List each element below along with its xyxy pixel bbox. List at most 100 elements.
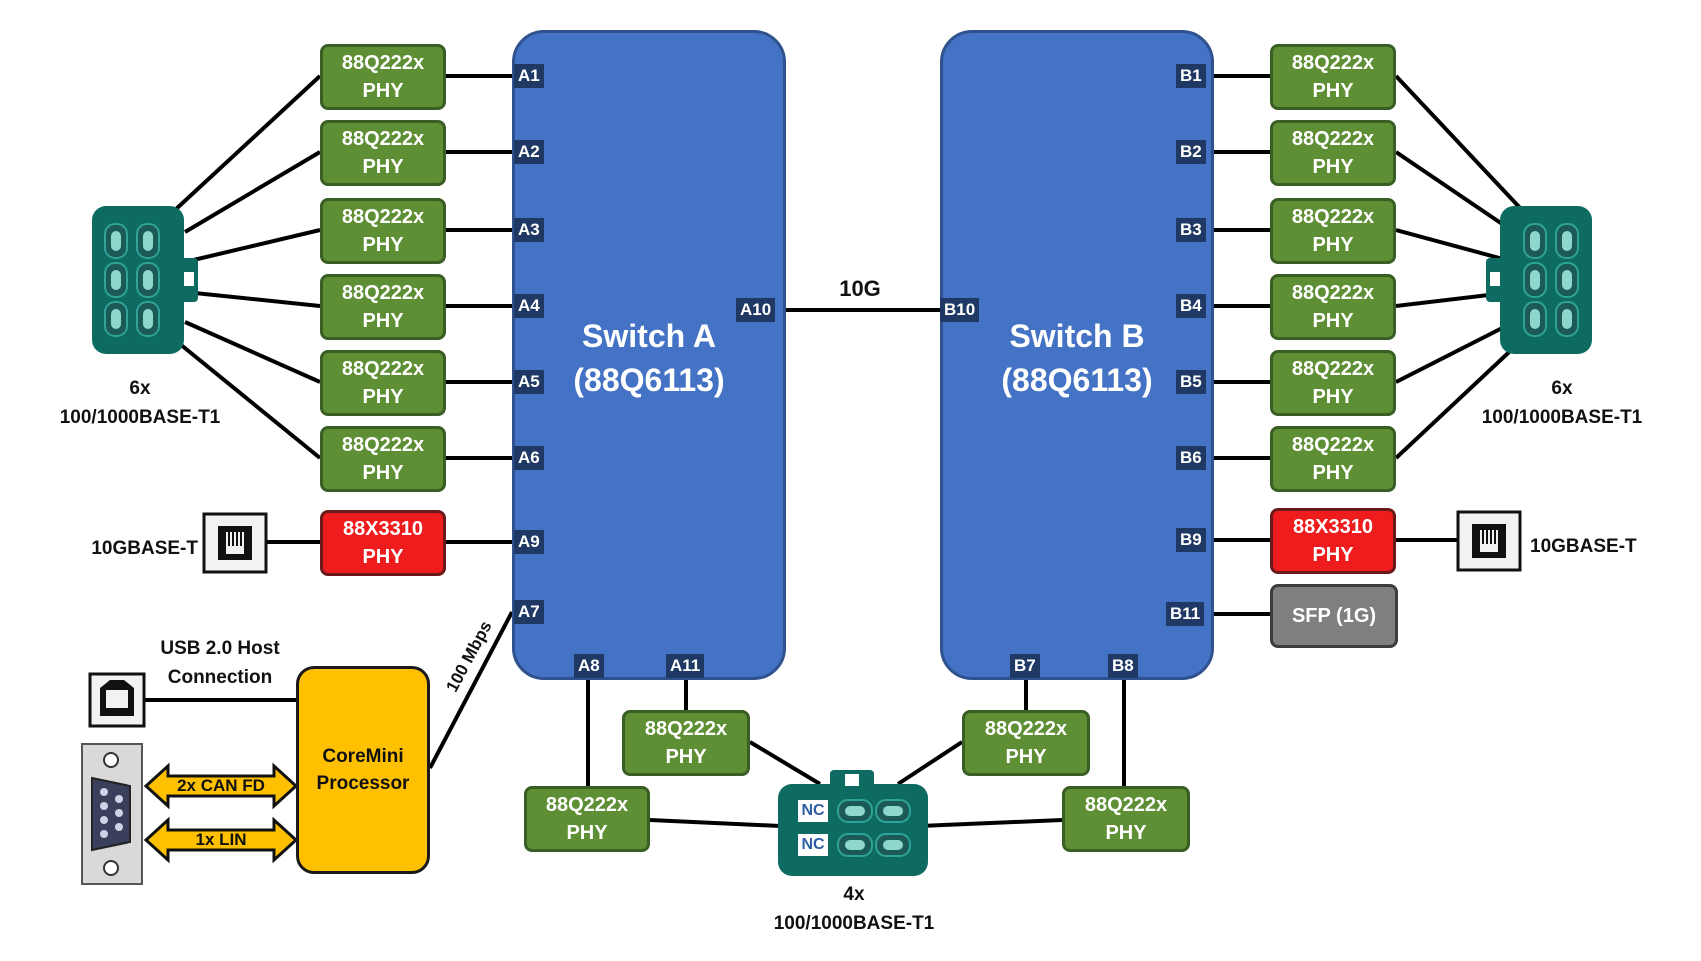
- left-connector-caption: 6x 100/1000BASE-T1: [40, 374, 240, 432]
- port-b2: B2: [1176, 140, 1206, 164]
- phy-name: 88Q222x: [1291, 282, 1375, 304]
- phy-name: 88Q222x: [1291, 52, 1375, 74]
- lin-label: 1x LIN: [195, 830, 247, 849]
- phy-name: 88Q222x: [1291, 434, 1375, 456]
- phy-name: 88Q222x: [1291, 358, 1375, 380]
- link-left-conn-a3: [184, 228, 321, 264]
- phy-type: PHY: [665, 746, 707, 768]
- sfp-module: SFP (1G): [1270, 584, 1398, 648]
- port-a3: A3: [514, 218, 544, 242]
- phy-type: PHY: [362, 462, 404, 484]
- left-connector-standard: 100/1000BASE-T1: [59, 407, 221, 428]
- rj45-right-icon: [1456, 510, 1522, 572]
- phy-name: 88Q222x: [341, 206, 425, 228]
- right-connector-standard: 100/1000BASE-T1: [1481, 407, 1643, 428]
- phy-type: PHY: [1105, 822, 1147, 844]
- left-connector-count: 6x: [129, 378, 151, 399]
- switch-b-title: Switch B: [1009, 318, 1145, 354]
- coremini-processor: CoreMini Processor: [296, 666, 430, 874]
- phy-name: 88Q222x: [984, 718, 1068, 740]
- bottom-connector-standard: 100/1000BASE-T1: [773, 913, 935, 934]
- phy-type: PHY: [1312, 462, 1354, 484]
- right-t1-connector-icon: [1486, 206, 1592, 354]
- phy-type: PHY: [362, 546, 404, 568]
- phy-type: PHY: [1312, 156, 1354, 178]
- phy-name: 88Q222x: [644, 718, 728, 740]
- rj45-left-icon: [202, 512, 268, 574]
- processor-line1: CoreMini: [322, 746, 404, 767]
- processor-line2: Processor: [316, 773, 410, 794]
- phy-type: PHY: [566, 822, 608, 844]
- usb-line1: USB 2.0 Host: [160, 638, 280, 659]
- phy-name: 88Q222x: [1291, 128, 1375, 150]
- port-a11: A11: [666, 654, 705, 678]
- port-a2: A2: [514, 140, 544, 164]
- switch-a: Switch A (88Q6113): [512, 30, 786, 680]
- switch-a-title: Switch A: [582, 318, 716, 354]
- link-10g-label: 10G: [839, 276, 881, 301]
- link-left-conn-a6: [173, 338, 322, 460]
- port-a10: A10: [736, 298, 776, 322]
- port-b11: B11: [1166, 602, 1205, 626]
- switch-b-part: (88Q6113): [1001, 362, 1153, 398]
- port-b9: B9: [1176, 528, 1206, 552]
- phy-type: PHY: [1312, 234, 1354, 256]
- port-a7: A7: [514, 600, 544, 624]
- bottom-t1-connector-icon: [778, 770, 928, 876]
- tenG-left-label: 10GBASE-T: [91, 538, 198, 559]
- nc-label-2: NC: [798, 834, 828, 856]
- phy-name: 88Q222x: [545, 794, 629, 816]
- phy-name: 88Q222x: [1084, 794, 1168, 816]
- phy-name: 88X3310: [342, 518, 424, 540]
- phy-name: 88Q222x: [341, 128, 425, 150]
- phy-name: 88Q222x: [341, 434, 425, 456]
- phy-name: 88Q222x: [1291, 206, 1375, 228]
- port-b5: B5: [1176, 370, 1206, 394]
- link-left-conn-a2: [183, 150, 322, 234]
- phy-type: PHY: [362, 386, 404, 408]
- port-a9: A9: [514, 530, 544, 554]
- usb-caption: USB 2.0 Host Connection: [140, 634, 300, 692]
- sfp-label: SFP (1G): [1291, 605, 1377, 627]
- bottom-connector-caption: 4x 100/1000BASE-T1: [754, 880, 954, 938]
- phy-type: PHY: [1312, 80, 1354, 102]
- port-a4: A4: [514, 294, 544, 318]
- phy-type: PHY: [362, 80, 404, 102]
- phy-type: PHY: [362, 156, 404, 178]
- left-t1-connector-icon: [92, 206, 198, 354]
- phy-type: PHY: [1005, 746, 1047, 768]
- port-a6: A6: [514, 446, 544, 470]
- phy-type: PHY: [362, 310, 404, 332]
- port-b3: B3: [1176, 218, 1206, 242]
- phy-name: 88Q222x: [341, 282, 425, 304]
- switch-a-part: (88Q6113): [573, 362, 725, 398]
- usb-b-connector-icon: [88, 672, 146, 728]
- phy-name: 88Q222x: [341, 52, 425, 74]
- link-left-conn-a4: [184, 290, 321, 308]
- port-a1: A1: [514, 64, 544, 88]
- phy-type: PHY: [1312, 310, 1354, 332]
- nc-label-1: NC: [798, 800, 828, 822]
- right-connector-caption: 6x 100/1000BASE-T1: [1462, 374, 1662, 432]
- usb-line2: Connection: [167, 667, 273, 688]
